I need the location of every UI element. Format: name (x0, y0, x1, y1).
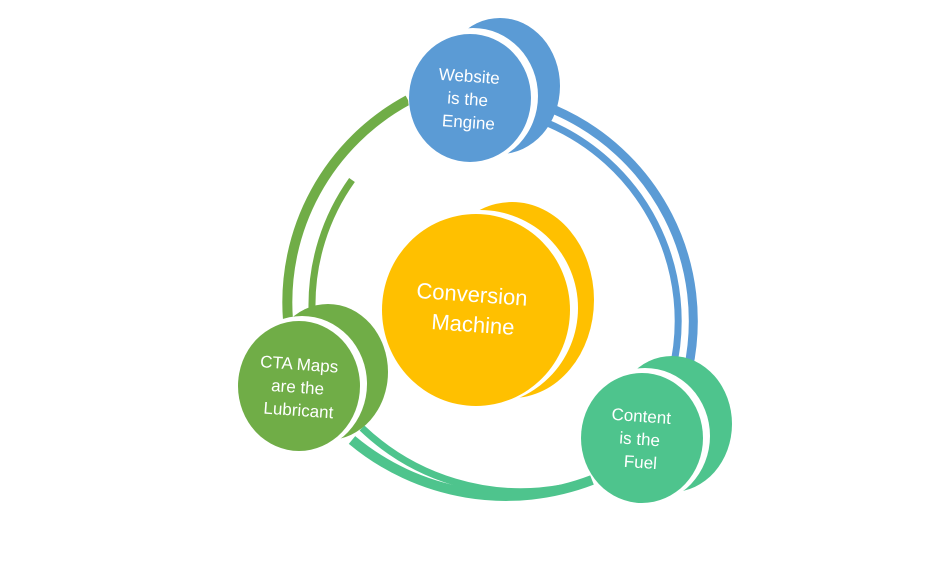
connector-track-outer (553, 105, 698, 371)
node-content: Content is the Fuel (580, 356, 732, 504)
connector-track-inner (359, 425, 563, 496)
node-label-line-3: Engine (441, 111, 495, 134)
node-label-line-3: Fuel (623, 452, 657, 473)
node-label-line-2: is the (619, 428, 661, 450)
center-disc-face (382, 214, 570, 406)
node-disc-face (581, 373, 703, 503)
node-cta: CTA Maps are the Lubricant (237, 304, 388, 452)
node-website: Website is the Engine (408, 18, 560, 164)
connector-track-inner (308, 177, 355, 309)
connector-cta-to-website (282, 95, 411, 321)
node-label-line-1: Content (611, 405, 672, 428)
connector-content-to-cta (348, 425, 594, 501)
node-label-line-1: Website (438, 65, 500, 88)
connector-website-to-content (543, 105, 698, 373)
node-label-line-2: are the (271, 376, 325, 399)
center-label: Conversion Machine (414, 278, 535, 341)
node-label-line-3: Lubricant (263, 399, 334, 423)
node-disc-face (409, 34, 531, 162)
center-node: Conversion Machine (382, 202, 594, 406)
node-label-line-2: is the (447, 88, 489, 110)
node-content-label: Content is the Fuel (608, 405, 677, 474)
connector-track-inner (543, 118, 682, 373)
node-disc-face (238, 321, 360, 451)
center-label-line-2: Machine (431, 309, 516, 340)
node-website-label: Website is the Engine (435, 65, 505, 134)
connector-track-outer (282, 95, 411, 321)
